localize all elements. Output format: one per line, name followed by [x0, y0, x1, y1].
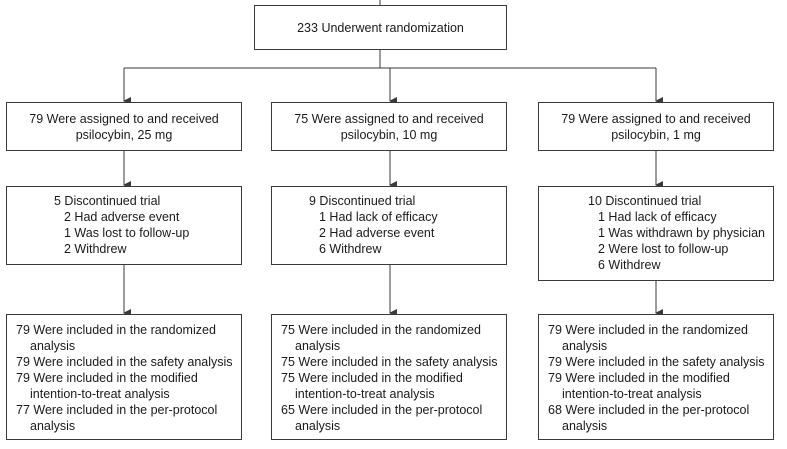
- entry-line: analysis: [30, 339, 76, 353]
- discontinued-reason: 6 Withdrew: [319, 242, 382, 256]
- discontinued-reason: 1 Had lack of efficacy: [319, 210, 438, 224]
- entry-line: intention-to-treat analysis: [30, 387, 170, 401]
- arm-box-1mg: 79 Were assigned to and received psilocy…: [538, 102, 774, 151]
- discontinued-title: 5 Discontinued trial: [54, 194, 161, 208]
- entry-line: intention-to-treat analysis: [295, 387, 435, 401]
- arm-label-line: 75 Were assigned to and received: [294, 111, 484, 126]
- randomized-analysis-entry: 79 Were included in the randomized analy…: [16, 322, 235, 354]
- entry-line: 79 Were included in the safety analysis: [16, 355, 233, 369]
- discontinued-box-25mg: 5 Discontinued trial 2 Had adverse event…: [6, 186, 242, 265]
- entry-line: 79 Were included in the safety analysis: [548, 355, 765, 369]
- safety-analysis-entry: 79 Were included in the safety analysis: [548, 354, 767, 370]
- entry-line: 75 Were included in the modified: [281, 371, 463, 385]
- discontinued-reason: 2 Withdrew: [64, 242, 127, 256]
- randomization-box: 233 Underwent randomization: [254, 5, 507, 50]
- randomization-label: 233 Underwent randomization: [297, 20, 464, 35]
- entry-line: analysis: [562, 339, 608, 353]
- entry-line: analysis: [30, 419, 76, 433]
- entry-line: 79 Were included in the modified: [16, 371, 198, 385]
- arm-label-line: 79 Were assigned to and received: [29, 111, 219, 126]
- entry-line: intention-to-treat analysis: [562, 387, 702, 401]
- discontinued-box-1mg: 10 Discontinued trial 1 Had lack of effi…: [538, 186, 774, 281]
- safety-analysis-entry: 79 Were included in the safety analysis: [16, 354, 235, 370]
- entry-line: 79 Were included in the randomized: [548, 323, 748, 337]
- arm-label-line: psilocybin, 10 mg: [340, 127, 438, 142]
- discontinued-reason: 1 Was withdrawn by physician: [598, 226, 765, 240]
- included-box-25mg: 79 Were included in the randomized analy…: [6, 314, 242, 440]
- entry-line: 77 Were included in the per-protocol: [16, 403, 218, 417]
- entry-line: 65 Were included in the per-protocol: [281, 403, 483, 417]
- arm-label-line: psilocybin, 25 mg: [75, 127, 173, 142]
- discontinued-reason: 1 Had lack of efficacy: [598, 210, 717, 224]
- entry-line: analysis: [295, 339, 341, 353]
- entry-line: 75 Were included in the randomized: [281, 323, 481, 337]
- mitt-analysis-entry: 79 Were included in the modified intenti…: [16, 370, 235, 402]
- mitt-analysis-entry: 79 Were included in the modified intenti…: [548, 370, 767, 402]
- discontinued-reason: 2 Were lost to follow-up: [598, 242, 729, 256]
- arm-label-line: 79 Were assigned to and received: [561, 111, 751, 126]
- entry-line: 79 Were included in the randomized: [16, 323, 216, 337]
- arm-label-line: psilocybin, 1 mg: [611, 127, 701, 142]
- randomized-analysis-entry: 79 Were included in the randomized analy…: [548, 322, 767, 354]
- mitt-analysis-entry: 75 Were included in the modified intenti…: [281, 370, 500, 402]
- discontinued-box-10mg: 9 Discontinued trial 1 Had lack of effic…: [271, 186, 507, 265]
- per-protocol-analysis-entry: 68 Were included in the per-protocol ana…: [548, 402, 767, 434]
- included-box-1mg: 79 Were included in the randomized analy…: [538, 314, 774, 440]
- discontinued-reason: 6 Withdrew: [598, 258, 661, 272]
- entry-line: 68 Were included in the per-protocol: [548, 403, 750, 417]
- randomized-analysis-entry: 75 Were included in the randomized analy…: [281, 322, 500, 354]
- entry-line: 79 Were included in the modified: [548, 371, 730, 385]
- included-box-10mg: 75 Were included in the randomized analy…: [271, 314, 507, 440]
- discontinued-reason: 2 Had adverse event: [64, 210, 180, 224]
- entry-line: 75 Were included in the safety analysis: [281, 355, 498, 369]
- discontinued-title: 10 Discontinued trial: [588, 194, 702, 208]
- arm-box-10mg: 75 Were assigned to and received psilocy…: [271, 102, 507, 151]
- per-protocol-analysis-entry: 77 Were included in the per-protocol ana…: [16, 402, 235, 434]
- entry-line: analysis: [295, 419, 341, 433]
- per-protocol-analysis-entry: 65 Were included in the per-protocol ana…: [281, 402, 500, 434]
- safety-analysis-entry: 75 Were included in the safety analysis: [281, 354, 500, 370]
- discontinued-title: 9 Discontinued trial: [309, 194, 416, 208]
- discontinued-reason: 1 Was lost to follow-up: [64, 226, 190, 240]
- discontinued-reason: 2 Had adverse event: [319, 226, 435, 240]
- entry-line: analysis: [562, 419, 608, 433]
- arm-box-25mg: 79 Were assigned to and received psilocy…: [6, 102, 242, 151]
